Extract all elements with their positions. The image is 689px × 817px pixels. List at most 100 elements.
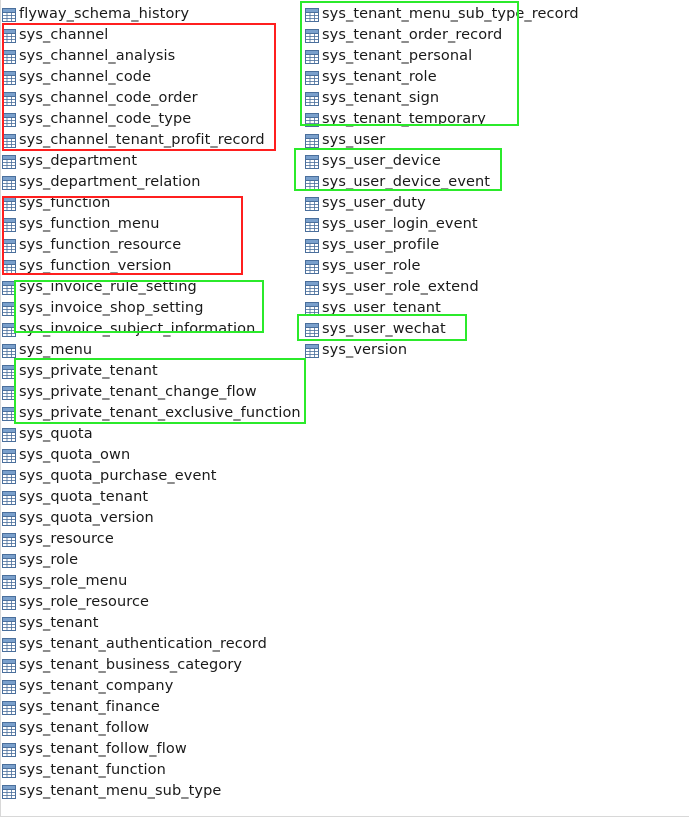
table-name-label: sys_tenant_menu_sub_type_record [322, 6, 579, 22]
table-list-item[interactable]: sys_tenant [2, 613, 301, 634]
table-name-label: sys_role_menu [19, 573, 128, 589]
table-icon [2, 133, 16, 148]
table-list-item[interactable]: sys_version [305, 340, 579, 361]
table-icon [305, 112, 319, 127]
table-list-item[interactable]: sys_user_role [305, 256, 579, 277]
table-icon [305, 91, 319, 106]
table-icon [2, 322, 16, 337]
table-icon [305, 49, 319, 64]
table-name-label: sys_user [322, 132, 386, 148]
table-icon [305, 175, 319, 190]
table-name-label: sys_tenant_follow_flow [19, 741, 187, 757]
table-name-label: sys_user_role [322, 258, 421, 274]
table-name-label: sys_user_profile [322, 237, 440, 253]
table-list-item[interactable]: sys_quota_own [2, 445, 301, 466]
table-list-item[interactable]: sys_tenant_role [305, 67, 579, 88]
table-list-item[interactable]: sys_quota_version [2, 508, 301, 529]
table-list-item[interactable]: sys_tenant_temporary [305, 109, 579, 130]
table-name-label: sys_tenant_temporary [322, 111, 486, 127]
table-list-item[interactable]: sys_function_resource [2, 235, 301, 256]
table-icon [305, 280, 319, 295]
table-list-item[interactable]: sys_quota_tenant [2, 487, 301, 508]
table-list-item[interactable]: sys_department_relation [2, 172, 301, 193]
table-name-label: sys_function_menu [19, 216, 160, 232]
table-name-label: sys_channel_code [19, 69, 152, 85]
table-icon [305, 259, 319, 274]
table-icon [305, 217, 319, 232]
table-list-item[interactable]: sys_tenant_authentication_record [2, 634, 301, 655]
table-icon [2, 532, 16, 547]
table-list-item[interactable]: sys_private_tenant [2, 361, 301, 382]
table-list-item[interactable]: sys_private_tenant_change_flow [2, 382, 301, 403]
table-list-item[interactable]: sys_user_duty [305, 193, 579, 214]
table-list-item[interactable]: sys_department [2, 151, 301, 172]
table-name-label: sys_channel_analysis [19, 48, 176, 64]
table-list-item[interactable]: sys_quota [2, 424, 301, 445]
table-icon [2, 385, 16, 400]
table-list-item[interactable]: sys_tenant_business_category [2, 655, 301, 676]
table-list-item[interactable]: sys_tenant_finance [2, 697, 301, 718]
table-name-label: sys_user_device [322, 153, 441, 169]
table-list-item[interactable]: sys_quota_purchase_event [2, 466, 301, 487]
table-name-label: sys_user_login_event [322, 216, 478, 232]
table-icon [2, 595, 16, 610]
table-list-item[interactable]: sys_channel_code [2, 67, 301, 88]
table-name-label: sys_tenant_finance [19, 699, 160, 715]
table-list-item[interactable]: sys_user_tenant [305, 298, 579, 319]
table-list-item[interactable]: sys_function [2, 193, 301, 214]
table-name-label: sys_tenant_business_category [19, 657, 243, 673]
table-list-item[interactable]: sys_user_login_event [305, 214, 579, 235]
table-name-label: sys_invoice_subject_information [19, 321, 256, 337]
table-list-item[interactable]: sys_tenant_company [2, 676, 301, 697]
table-icon [305, 7, 319, 22]
table-name-label: sys_user_wechat [322, 321, 446, 337]
table-list-item[interactable]: sys_tenant_menu_sub_type_record [305, 4, 579, 25]
table-list-item[interactable]: sys_user_role_extend [305, 277, 579, 298]
table-list-item[interactable]: sys_function_version [2, 256, 301, 277]
table-list-item[interactable]: sys_invoice_rule_setting [2, 277, 301, 298]
table-list-item[interactable]: sys_role_menu [2, 571, 301, 592]
table-list-item[interactable]: sys_role_resource [2, 592, 301, 613]
table-icon [2, 700, 16, 715]
table-list-item[interactable]: sys_tenant_sign [305, 88, 579, 109]
table-list-item[interactable]: sys_tenant_follow [2, 718, 301, 739]
table-list-item[interactable]: sys_user_profile [305, 235, 579, 256]
table-list-item[interactable]: sys_resource [2, 529, 301, 550]
table-icon [305, 238, 319, 253]
table-name-label: sys_function [19, 195, 111, 211]
table-list-item[interactable]: sys_role [2, 550, 301, 571]
table-list-item[interactable]: sys_channel [2, 25, 301, 46]
table-list-item[interactable]: sys_invoice_shop_setting [2, 298, 301, 319]
table-list-item[interactable]: sys_tenant_order_record [305, 25, 579, 46]
table-list-item[interactable]: sys_invoice_subject_information [2, 319, 301, 340]
table-icon [305, 70, 319, 85]
table-list-item[interactable]: sys_tenant_personal [305, 46, 579, 67]
table-list-item[interactable]: sys_menu [2, 340, 301, 361]
table-name-label: sys_tenant_company [19, 678, 174, 694]
table-list-item[interactable]: sys_user [305, 130, 579, 151]
table-name-label: sys_tenant_personal [322, 48, 473, 64]
table-icon [305, 301, 319, 316]
table-icon [2, 175, 16, 190]
table-list-item[interactable]: flyway_schema_history [2, 4, 301, 25]
table-list-item[interactable]: sys_channel_code_type [2, 109, 301, 130]
table-name-label: sys_quota_own [19, 447, 131, 463]
table-name-label: sys_tenant_function [19, 762, 166, 778]
table-list-item[interactable]: sys_private_tenant_exclusive_function [2, 403, 301, 424]
table-icon [2, 742, 16, 757]
table-icon [2, 406, 16, 421]
table-list-item[interactable]: sys_channel_tenant_profit_record [2, 130, 301, 151]
table-list-item[interactable]: sys_channel_code_order [2, 88, 301, 109]
table-list-item[interactable]: sys_channel_analysis [2, 46, 301, 67]
table-list-item[interactable]: sys_user_device [305, 151, 579, 172]
table-icon [305, 343, 319, 358]
table-list-item[interactable]: sys_tenant_menu_sub_type [2, 781, 301, 802]
table-name-label: sys_channel_tenant_profit_record [19, 132, 265, 148]
table-list-item[interactable]: sys_function_menu [2, 214, 301, 235]
table-list-item[interactable]: sys_tenant_follow_flow [2, 739, 301, 760]
table-list-item[interactable]: sys_user_wechat [305, 319, 579, 340]
table-name-label: sys_department [19, 153, 138, 169]
table-list-item[interactable]: sys_user_device_event [305, 172, 579, 193]
table-list-item[interactable]: sys_tenant_function [2, 760, 301, 781]
